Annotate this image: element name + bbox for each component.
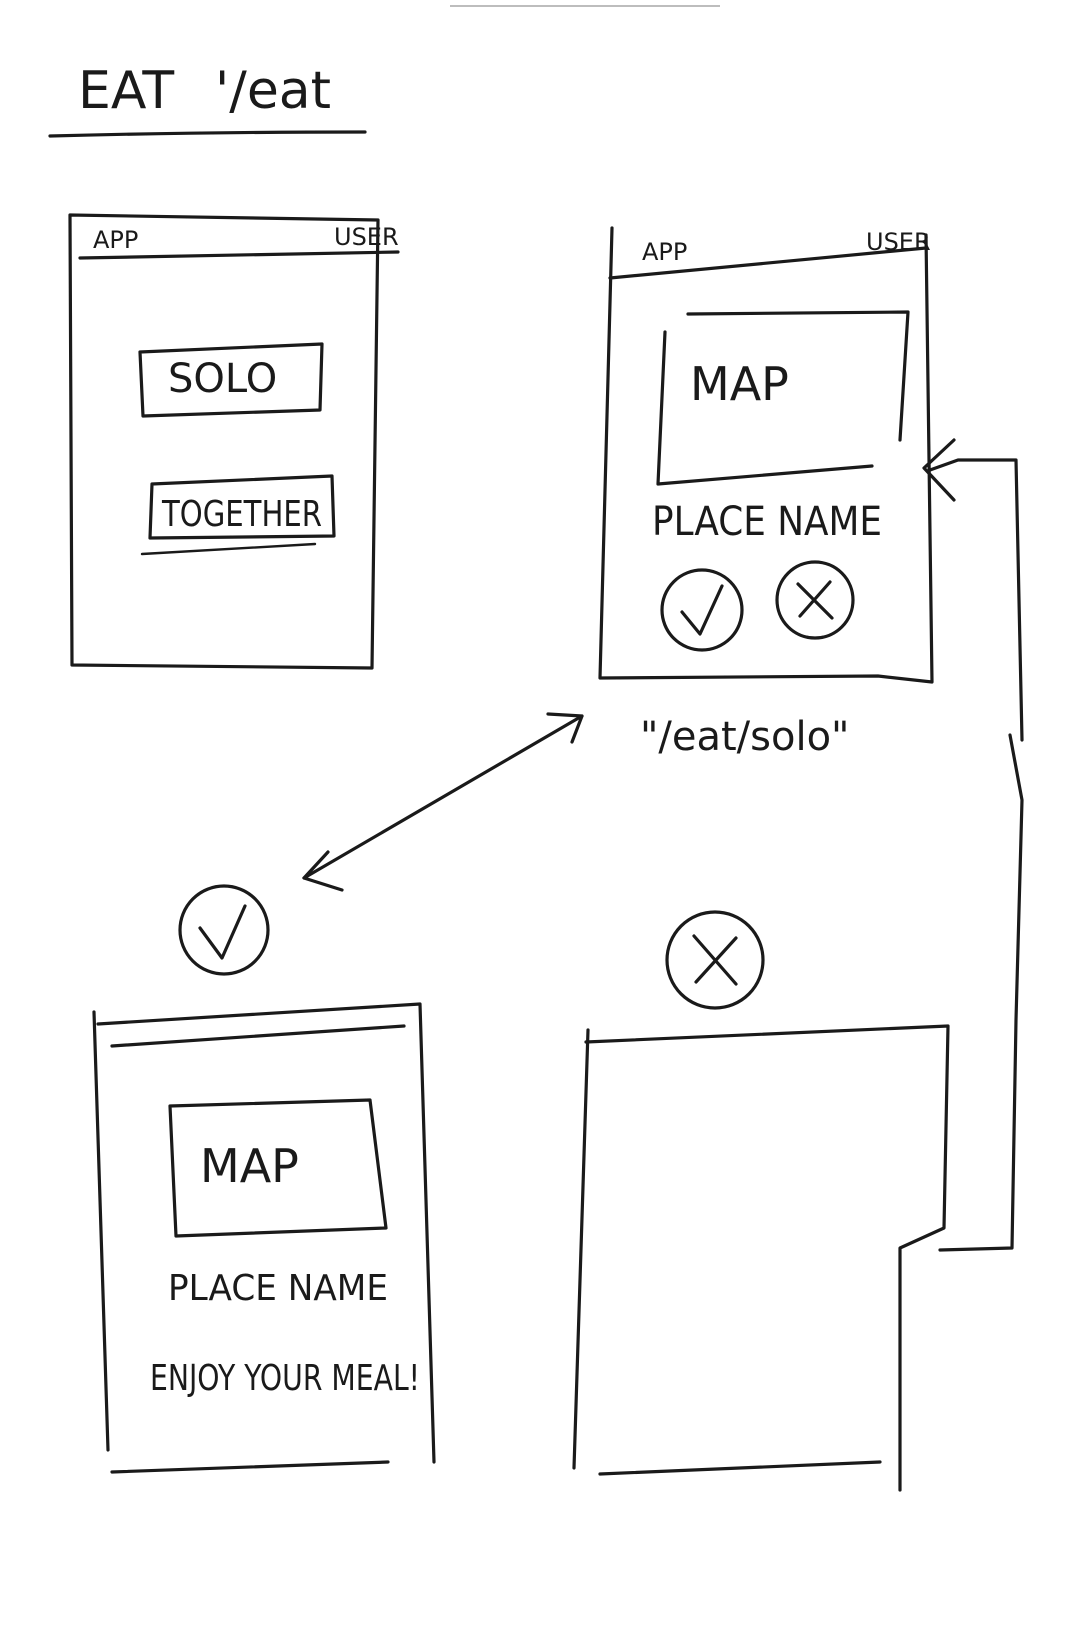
screen-solo-frame bbox=[598, 226, 934, 684]
rejected-x-icon-group bbox=[665, 910, 765, 1010]
screen-accepted-frame bbox=[92, 1002, 436, 1464]
accept-flow-arrow bbox=[302, 712, 584, 892]
together-button[interactable]: TOGETHER bbox=[140, 474, 336, 556]
screen-accepted-bottom-line bbox=[110, 1460, 390, 1474]
screen-solo-user-label: USER bbox=[866, 228, 931, 256]
x-icon bbox=[692, 934, 738, 986]
screen-home: APP USER SOLO TOGETHER bbox=[68, 213, 400, 670]
screen-accepted-header-divider bbox=[110, 1024, 406, 1048]
screen-rejected-frame bbox=[572, 1024, 950, 1492]
screen-accepted-place-name: PLACE NAME bbox=[168, 1268, 388, 1309]
accept-button[interactable] bbox=[660, 568, 744, 652]
solo-button-label: SOLO bbox=[168, 356, 277, 402]
check-icon bbox=[198, 904, 247, 960]
screen-solo: APP USER MAP PLACE NAME "/eat/solo" bbox=[598, 226, 934, 760]
solo-button[interactable]: SOLO bbox=[138, 342, 324, 418]
together-button-label: TOGETHER bbox=[161, 494, 322, 535]
page-route: '/eat bbox=[215, 61, 331, 121]
screen-home-app-label: APP bbox=[93, 226, 138, 254]
screen-accepted-map: MAP bbox=[168, 1098, 388, 1238]
screen-solo-map-label: MAP bbox=[690, 357, 789, 411]
screen-solo-app-label: APP bbox=[642, 238, 687, 266]
retry-loop-arrow bbox=[922, 438, 1024, 1252]
screen-home-header-divider bbox=[78, 250, 400, 260]
page-title: EAT bbox=[78, 61, 174, 121]
screen-rejected-bottom-line bbox=[598, 1460, 882, 1476]
screen-accepted-map-label: MAP bbox=[200, 1139, 299, 1193]
x-circle-icon bbox=[796, 580, 834, 620]
screen-solo-map: MAP bbox=[656, 310, 910, 486]
screen-home-frame bbox=[68, 213, 380, 670]
screen-home-user-label: USER bbox=[334, 223, 399, 251]
title-underline bbox=[48, 130, 367, 138]
screen-solo-header-divider bbox=[608, 246, 928, 280]
reject-button[interactable] bbox=[775, 560, 855, 640]
screen-accepted: MAP PLACE NAME ENJOY YOUR MEAL! bbox=[92, 1002, 436, 1474]
accepted-check-icon-group bbox=[178, 884, 270, 976]
check-circle-icon bbox=[680, 584, 724, 636]
screen-accepted-message: ENJOY YOUR MEAL! bbox=[150, 1358, 420, 1399]
screen-solo-place-name: PLACE NAME bbox=[652, 499, 882, 545]
page-header: EAT '/eat bbox=[48, 61, 367, 138]
screen-rejected bbox=[572, 1024, 950, 1492]
screen-solo-route: "/eat/solo" bbox=[640, 714, 849, 760]
